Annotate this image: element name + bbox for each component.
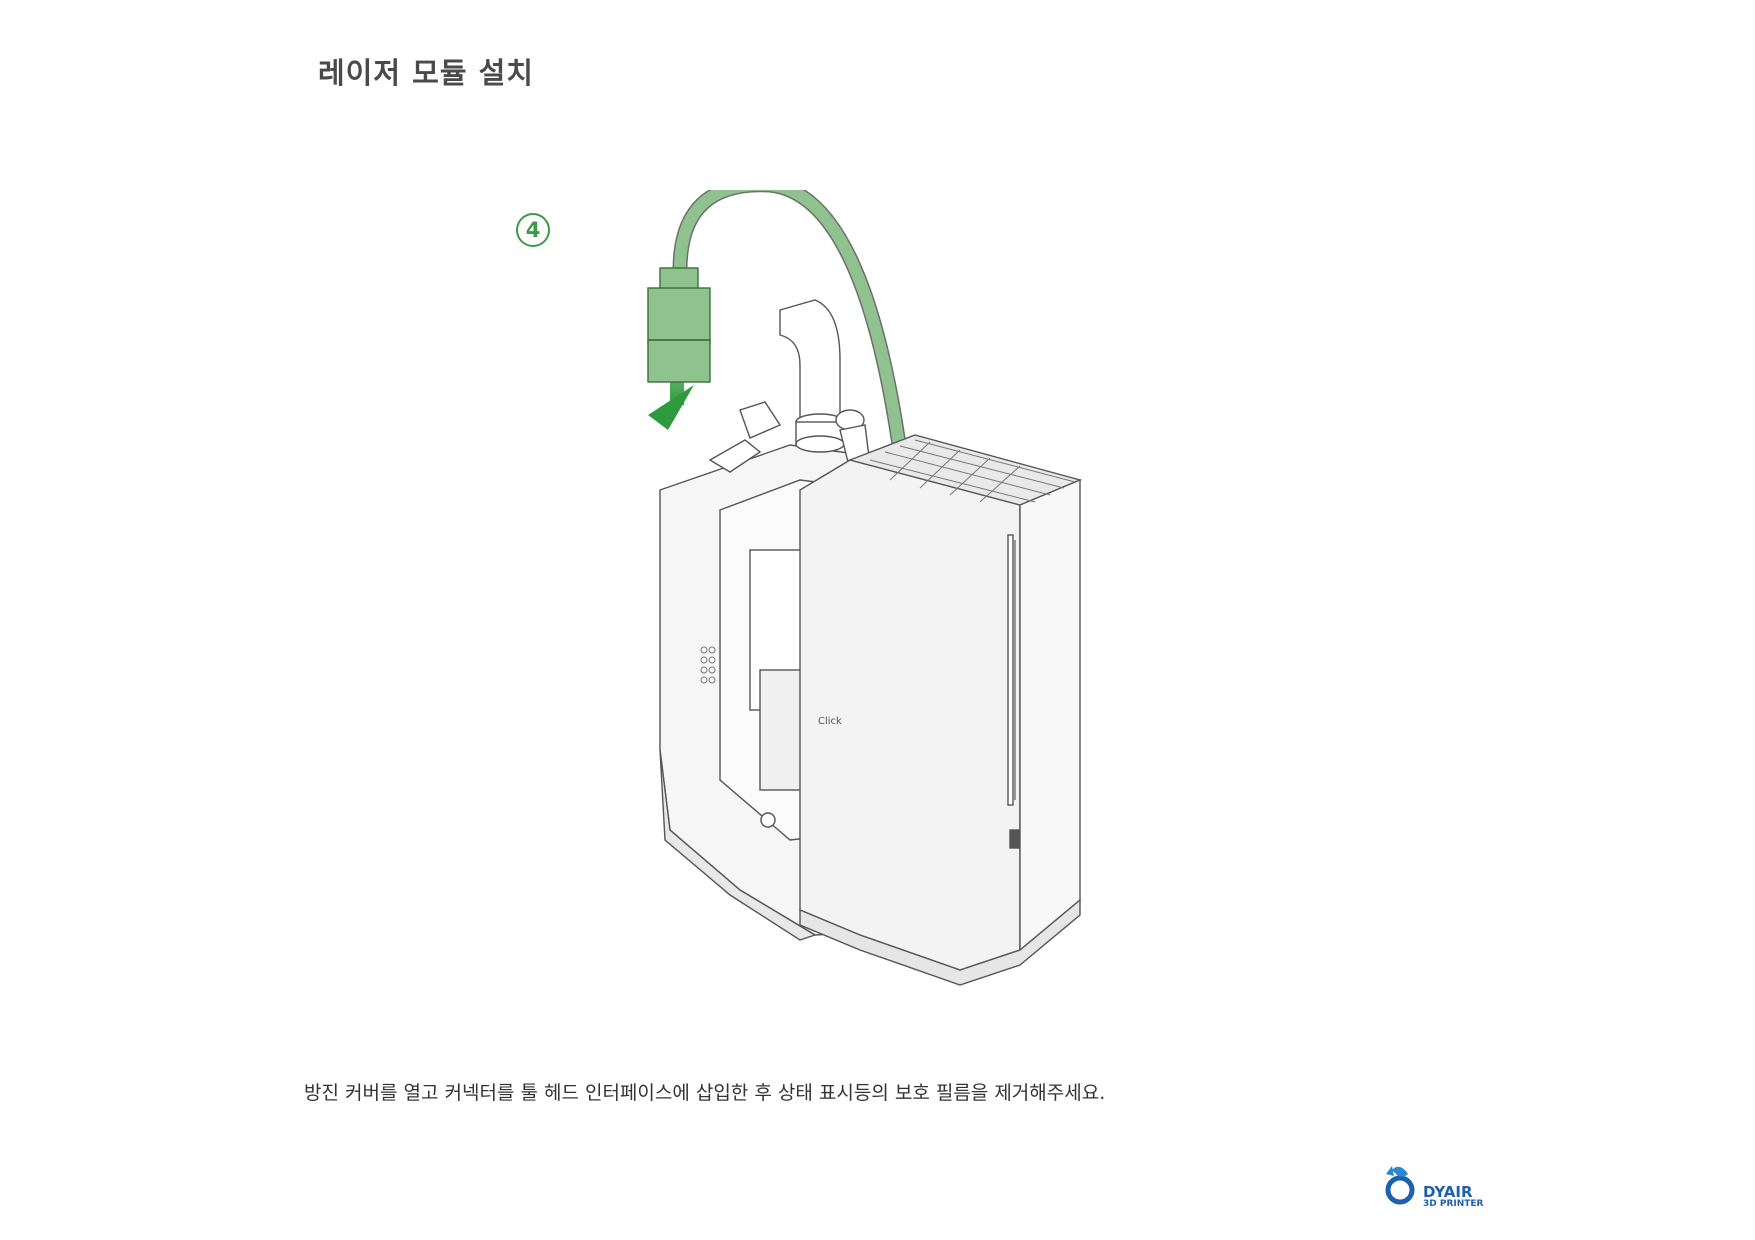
green-cable	[672, 190, 913, 498]
brand-tagline: 3D PRINTER	[1423, 1199, 1484, 1209]
step-number-badge: 4	[516, 213, 550, 247]
laser-module-box	[799, 434, 1083, 986]
page-title: 레이저 모듈 설치	[318, 56, 534, 90]
brand-name: DYAIR	[1423, 1183, 1473, 1201]
dragon-logo-icon	[1385, 1166, 1415, 1205]
click-label: Click	[818, 716, 842, 727]
instruction-text: 방진 커버를 열고 커넥터를 툴 헤드 인터페이스에 삽입한 후 상태 표시등의…	[304, 1082, 1106, 1104]
elbow-connector	[779, 299, 845, 453]
connector-plug	[647, 267, 711, 383]
laser-module-illustration: Click	[647, 190, 1083, 986]
